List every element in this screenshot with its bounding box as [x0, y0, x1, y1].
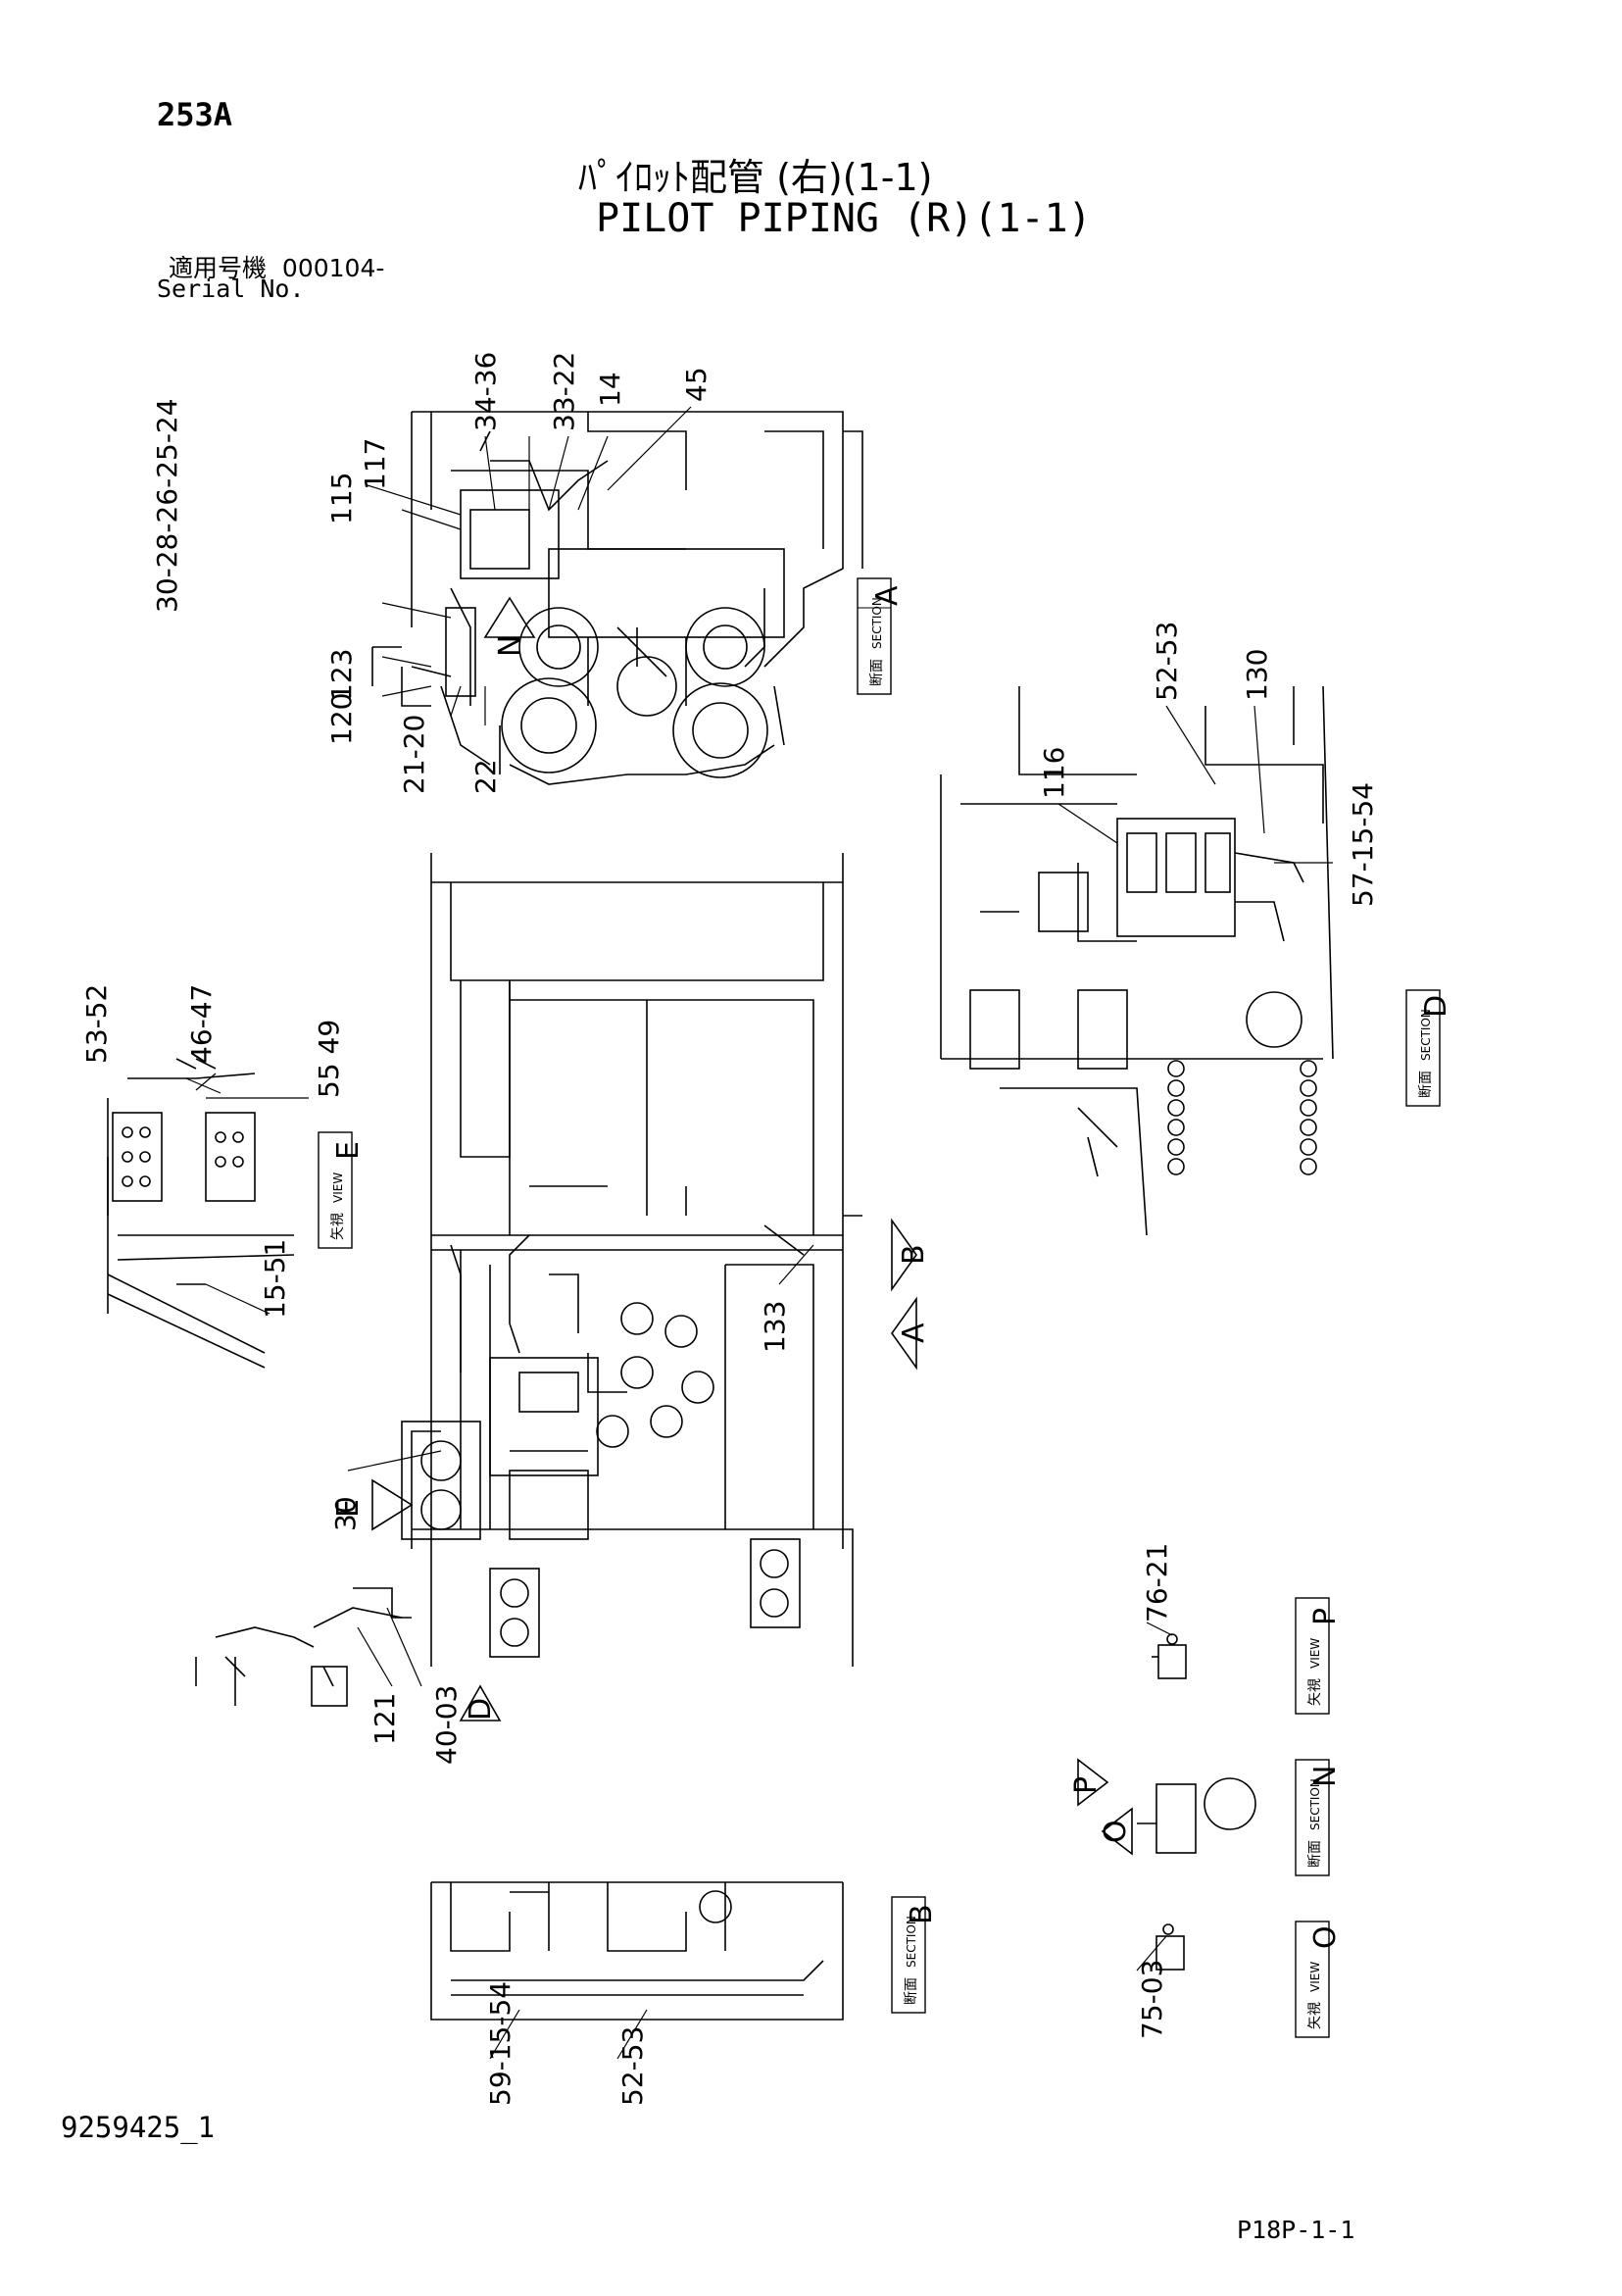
callout-14: 14 — [594, 372, 626, 407]
callout-57-15-54: 57-15-54 — [1347, 782, 1379, 907]
callout-45: 45 — [680, 367, 713, 402]
callout-52-53-b: 52-53 — [616, 2026, 649, 2106]
detail-lower-left — [195, 1587, 412, 1707]
section-d-en: SECTION — [1419, 1009, 1433, 1061]
callout-55-49: 55 49 — [313, 1020, 345, 1098]
page-reference: P18P-1-1 — [1237, 2216, 1355, 2244]
callout-76-21: 76-21 — [1141, 1543, 1173, 1622]
callout-133: 133 — [759, 1301, 791, 1353]
section-d-detail — [940, 685, 1334, 1236]
view-p-box: 矢視 VIEW P — [1295, 1597, 1343, 1715]
arrow-b-letter: B — [897, 1244, 931, 1265]
callout-116: 116 — [1038, 747, 1070, 799]
arrow-p-letter: P — [1069, 1776, 1104, 1794]
arrow-b — [891, 1218, 917, 1292]
arrow-o-letter: O — [1099, 1820, 1133, 1843]
arrow-e-letter: E — [331, 1499, 366, 1518]
pump-assembly — [371, 411, 863, 785]
main-frame — [401, 853, 862, 1667]
arrow-p — [1077, 1758, 1109, 1807]
callouts: 34-36 33-22 14 45 115 117 30-28-26-25-24… — [80, 352, 1379, 2106]
callout-52-53-d: 52-53 — [1151, 622, 1183, 701]
serial-label-jp: 適用号機 — [169, 254, 268, 282]
view-o-en: VIEW — [1308, 1962, 1322, 1992]
callout-130: 130 — [1241, 649, 1273, 701]
view-e-jp: 矢視 — [330, 1213, 346, 1240]
arrow-d — [459, 1684, 502, 1722]
section-n-box: 断面 SECTION N — [1295, 1759, 1343, 1876]
section-b-en: SECTION — [905, 1916, 918, 1968]
arrow-n-letter: N — [493, 635, 527, 657]
title-english: PILOT PIPING (R)(1-1) — [596, 196, 1092, 241]
linework — [107, 406, 1334, 2060]
arrow-a — [891, 1296, 917, 1371]
callout-40-03: 40-03 — [430, 1685, 463, 1765]
arrow-a-letter: A — [897, 1323, 931, 1343]
section-b-box: 断面 SECTION B — [891, 1896, 939, 2014]
view-o-box: 矢視 VIEW O — [1295, 1921, 1343, 2038]
view-o-letter: O — [1308, 1925, 1343, 1949]
document-number: 9259425_1 — [61, 2111, 216, 2144]
callout-15-51: 15-51 — [259, 1239, 291, 1319]
section-n-letter: N — [1308, 1766, 1343, 1787]
callout-120: 120 — [325, 693, 358, 745]
view-o-jp: 矢視 — [1307, 2002, 1323, 2029]
callout-30-28-26-25-24: 30-28-26-25-24 — [151, 398, 183, 613]
view-p-en: VIEW — [1308, 1638, 1322, 1669]
serial-number-line: 適用号機 000104- — [169, 249, 384, 284]
section-n-jp: 断面 — [1307, 1840, 1323, 1868]
serial-label-en: Serial No. — [157, 275, 305, 303]
callout-53-52-e: 53-52 — [80, 984, 113, 1064]
arrow-n — [483, 596, 536, 638]
callout-123: 123 — [325, 649, 358, 701]
section-d-letter: D — [1419, 995, 1453, 1018]
view-e-detail — [107, 1058, 295, 1369]
view-boxes: 断面 SECTION A 断面 SECTION D 矢視 VIEW E — [318, 577, 1453, 2038]
callout-75-03: 75-03 — [1136, 1960, 1168, 2039]
arrow-e — [371, 1478, 414, 1531]
section-d-jp: 断面 — [1418, 1071, 1434, 1098]
view-e-box: 矢視 VIEW E — [318, 1131, 366, 1249]
small-details — [1137, 1633, 1256, 1971]
section-d-box: 断面 SECTION D — [1405, 989, 1453, 1107]
callout-115: 115 — [325, 473, 358, 524]
callout-22: 22 — [469, 759, 502, 794]
section-b-jp: 断面 — [904, 1977, 919, 2005]
arrow-letters: N B A E D P O — [331, 635, 1133, 1843]
section-b-detail — [430, 1881, 844, 2021]
section-a-letter: A — [870, 585, 905, 606]
arrow-o — [1101, 1807, 1133, 1856]
section-a-box: 断面 SECTION A — [857, 577, 905, 695]
callout-21-20: 21-20 — [398, 715, 430, 794]
callout-121: 121 — [369, 1693, 401, 1745]
view-p-jp: 矢視 — [1307, 1678, 1323, 1706]
view-e-en: VIEW — [331, 1173, 345, 1203]
callout-34-36: 34-36 — [469, 352, 502, 431]
section-b-letter: B — [905, 1904, 939, 1924]
view-e-letter: E — [331, 1141, 366, 1160]
callout-59-15-54: 59-15-54 — [484, 1981, 516, 2106]
section-n-en: SECTION — [1308, 1778, 1322, 1830]
callout-33-22: 33-22 — [548, 352, 580, 431]
title-japanese: ﾊﾟｲﾛｯﾄ配管 (右)(1-1) — [578, 156, 933, 199]
leader-lines — [185, 406, 1333, 2060]
callout-30-center: 30 — [329, 1496, 362, 1531]
section-a-jp: 断面 — [869, 659, 885, 686]
arrow-d-letter: D — [464, 1698, 498, 1721]
section-a-en: SECTION — [870, 597, 884, 649]
serial-value: 000104- — [281, 254, 385, 282]
callout-117: 117 — [359, 438, 391, 490]
view-p-letter: P — [1308, 1608, 1343, 1625]
page-code: 253A — [157, 96, 233, 133]
callout-46-47: 46-47 — [185, 984, 218, 1064]
